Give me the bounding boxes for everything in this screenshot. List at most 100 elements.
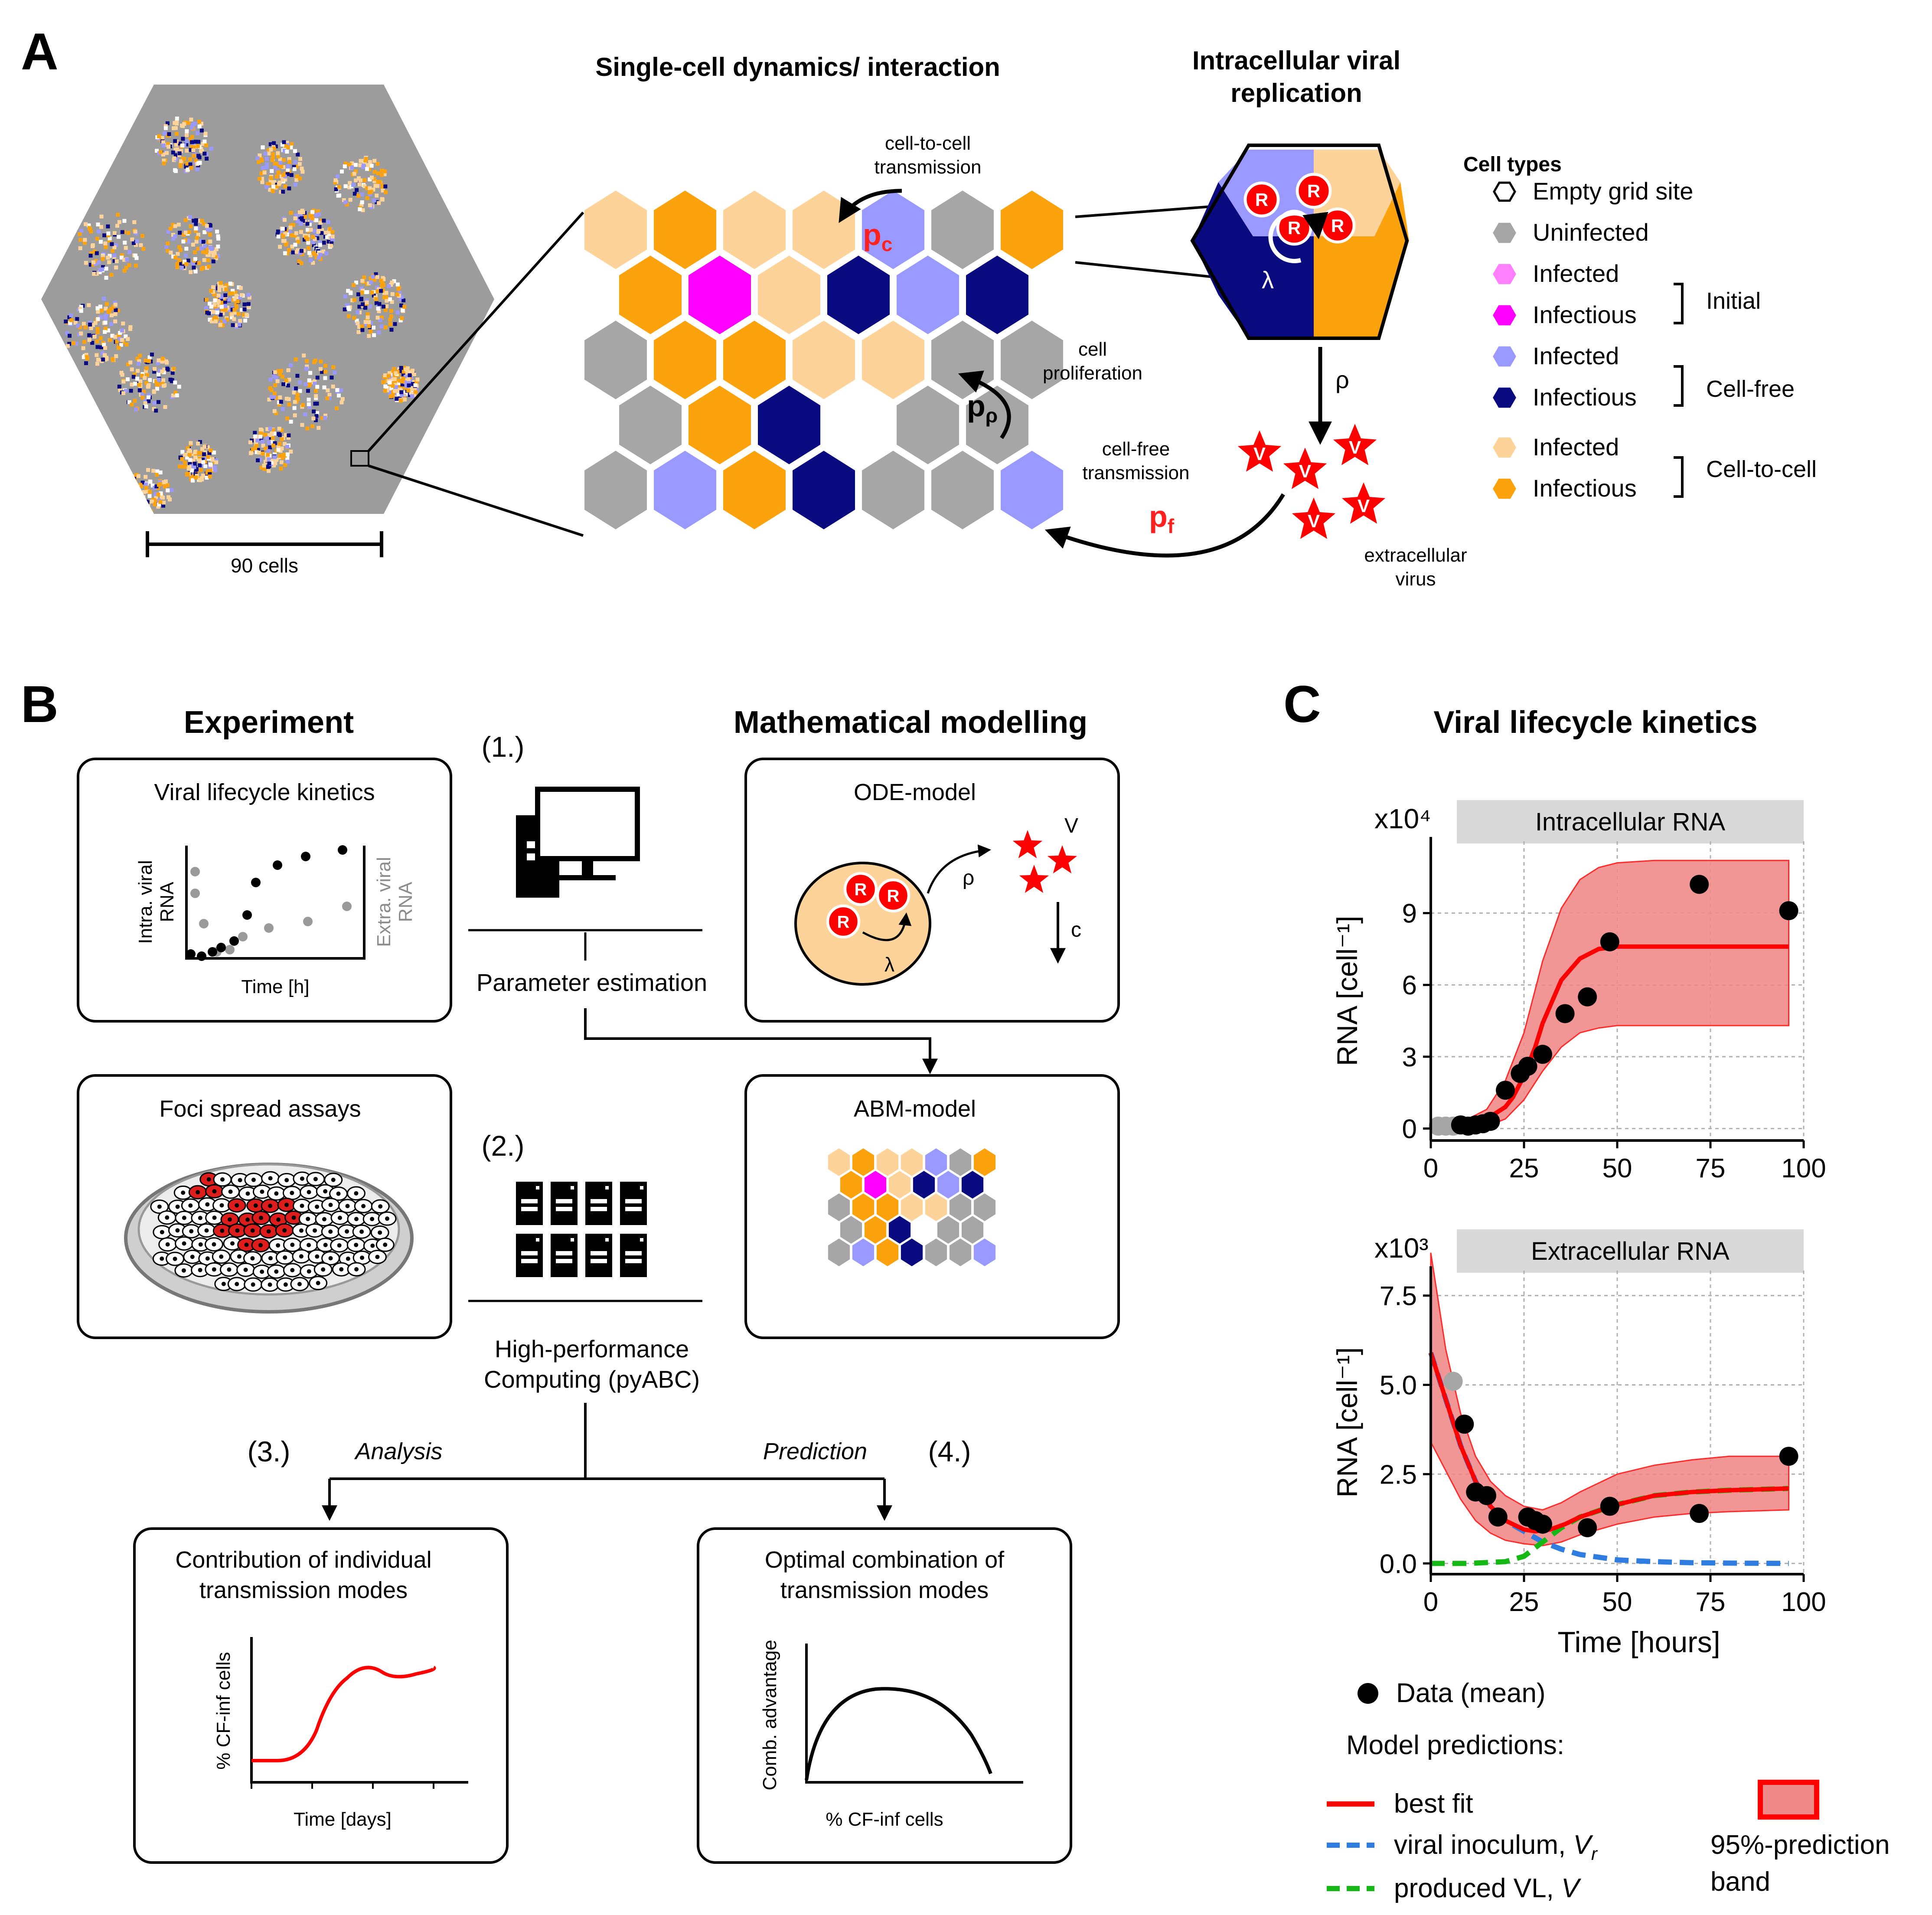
- cell-free-label-2: transmission: [1083, 462, 1190, 484]
- focus-cell: [309, 380, 313, 385]
- x-tick-label: 50: [1602, 1587, 1632, 1617]
- focus-cell: [79, 309, 83, 313]
- dish-cell-nucleus: [375, 1255, 380, 1259]
- focus-cell: [280, 446, 284, 451]
- focus-cell: [285, 444, 290, 449]
- focus-cell: [404, 378, 408, 382]
- focus-cell: [380, 183, 385, 188]
- focus-cell: [333, 370, 337, 375]
- focus-cell: [298, 157, 303, 161]
- focus-cell: [186, 472, 190, 476]
- focus-cell: [375, 162, 380, 166]
- focus-cell: [147, 395, 151, 399]
- focus-cell: [113, 312, 117, 316]
- focus-cell: [103, 241, 108, 245]
- data-point: [1455, 1415, 1474, 1434]
- focus-cell: [246, 302, 251, 306]
- focus-cell: [175, 265, 179, 269]
- data-point: [1600, 1497, 1619, 1516]
- focus-cell: [101, 254, 105, 258]
- focus-cell: [164, 245, 169, 249]
- focus-cell: [209, 304, 213, 309]
- focus-cell: [211, 285, 215, 289]
- focus-cell: [212, 303, 216, 307]
- focus-cell: [383, 184, 388, 189]
- focus-cell: [147, 393, 151, 398]
- focus-cell: [398, 291, 402, 295]
- focus-cell: [127, 250, 132, 254]
- focus-cell: [261, 145, 265, 150]
- focus-cell: [193, 470, 198, 474]
- virus-star: [1337, 477, 1390, 528]
- focus-cell: [173, 139, 177, 143]
- focus-cell: [124, 342, 129, 346]
- focus-cell: [264, 165, 269, 170]
- focus-cell: [276, 369, 281, 373]
- focus-cell: [195, 236, 199, 240]
- focus-cell: [334, 187, 338, 191]
- focus-cell: [166, 229, 170, 234]
- focus-cell: [374, 301, 379, 305]
- focus-cell: [177, 151, 182, 156]
- focus-cell: [192, 265, 196, 270]
- dish-cell-nucleus: [306, 1216, 310, 1221]
- focus-cell: [232, 308, 237, 312]
- focus-cell: [78, 238, 83, 242]
- focus-cell: [318, 253, 323, 257]
- focus-cell: [115, 224, 119, 228]
- focus-cell: [219, 313, 223, 317]
- focus-cell: [317, 225, 322, 229]
- focus-cell: [359, 297, 363, 301]
- focus-cell: [178, 141, 182, 146]
- focus-cell: [295, 174, 299, 178]
- focus-cell: [274, 458, 279, 462]
- focus-cell: [270, 431, 274, 436]
- focus-cell: [272, 374, 276, 379]
- focus-cell: [390, 292, 395, 296]
- data-point: [1690, 1504, 1709, 1523]
- focus-cell: [157, 400, 161, 404]
- focus-cell: [397, 389, 401, 393]
- focus-cell: [273, 441, 277, 445]
- focus-cell: [163, 479, 168, 484]
- focus-cell: [156, 492, 160, 497]
- data-point: [1533, 1045, 1552, 1064]
- focus-cell: [259, 431, 263, 435]
- focus-cell: [361, 288, 365, 293]
- focus-cell: [216, 234, 220, 239]
- focus-cell: [159, 491, 163, 496]
- focus-cell: [158, 500, 163, 504]
- focus-cell: [382, 172, 387, 176]
- focus-cell: [188, 461, 192, 465]
- focus-cell: [202, 452, 206, 456]
- focus-cell: [95, 237, 99, 241]
- dish-cell-nucleus: [227, 1217, 232, 1222]
- focus-cell: [209, 289, 213, 293]
- focus-cell: [242, 313, 246, 317]
- focus-cell: [199, 128, 204, 133]
- focus-cell: [287, 186, 291, 191]
- focus-cell: [201, 474, 205, 478]
- focus-cell: [106, 328, 110, 333]
- data-point: [1443, 1372, 1463, 1391]
- focus-cell: [195, 167, 199, 172]
- focus-cell: [371, 275, 375, 279]
- focus-cell: [311, 261, 315, 265]
- focus-cell: [202, 258, 206, 262]
- grid-hexagon-lorange: [758, 255, 820, 334]
- focus-cell: [178, 164, 183, 168]
- abm-hexagon-unin: [973, 1193, 996, 1221]
- dish-cell-nucleus: [284, 1178, 289, 1183]
- abm-hexagon-orange: [840, 1171, 862, 1199]
- focus-cell: [301, 219, 305, 223]
- focus-cell: [184, 142, 189, 147]
- abm-hexagon-orange: [852, 1193, 875, 1221]
- focus-cell: [358, 178, 362, 183]
- dish-cell-nucleus: [345, 1229, 349, 1234]
- focus-cell: [83, 238, 87, 242]
- focus-cell: [128, 325, 133, 329]
- focus-cell: [181, 232, 186, 237]
- focus-cell: [260, 176, 264, 181]
- server-slot: [591, 1259, 607, 1263]
- dish-cell-nucleus: [383, 1242, 388, 1247]
